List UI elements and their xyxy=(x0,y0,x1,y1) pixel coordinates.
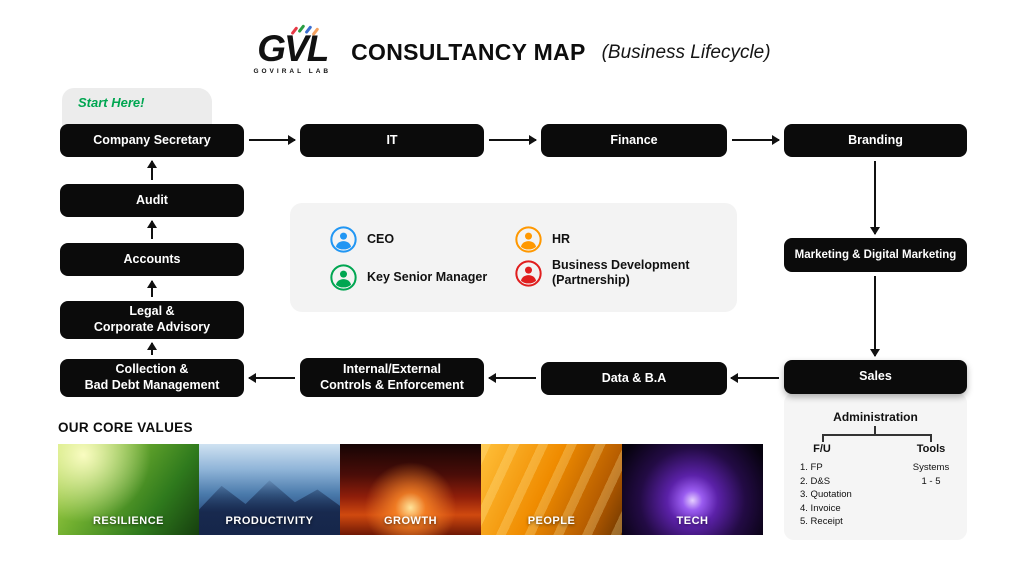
person-circle-icon xyxy=(330,264,357,291)
core-value-card-growth: GROWTH xyxy=(340,444,481,535)
node-label-line1: Legal & xyxy=(129,304,175,319)
page-title: CONSULTANCY MAP xyxy=(351,39,586,65)
legend-label: Business Development (Partnership) xyxy=(552,258,690,288)
legend-label: HR xyxy=(552,232,571,246)
arrow-finance-to-branding xyxy=(732,135,780,145)
fu-item: 5. Receipt xyxy=(800,516,843,527)
header: GVL GOVIRAL LAB CONSULTANCY MAP (Busines… xyxy=(0,24,1024,75)
core-values-row: RESILIENCE PRODUCTIVITY GROWTH PEOPLE TE… xyxy=(58,444,763,535)
core-value-card-tech: TECH xyxy=(622,444,763,535)
arrow-sales-to-data xyxy=(730,373,779,383)
fu-item: 3. Quotation xyxy=(800,489,852,500)
tools-item: 1 - 5 xyxy=(921,475,941,487)
arrow-accounts-to-audit xyxy=(147,220,157,239)
arrow-it-to-finance xyxy=(489,135,537,145)
core-value-card-people: PEOPLE xyxy=(481,444,622,535)
core-value-card-resilience: RESILIENCE xyxy=(58,444,199,535)
arrow-audit-to-company xyxy=(147,160,157,180)
arrow-data-to-controls xyxy=(488,373,536,383)
node-label-line2: Bad Debt Management xyxy=(84,378,220,392)
legend-label-line2: (Partnership) xyxy=(552,273,630,287)
start-here-label: Start Here! xyxy=(78,95,145,110)
administration-title: Administration xyxy=(833,410,918,424)
legend-label-line1: Business Development xyxy=(552,258,690,272)
fu-column-header: F/U xyxy=(813,443,831,455)
legend-label: Key Senior Manager xyxy=(367,270,488,284)
node-label-line1: Internal/External xyxy=(343,361,441,376)
node-marketing-digital-marketing: Marketing & Digital Marketing xyxy=(784,238,967,272)
start-here-banner: Start Here! xyxy=(62,88,212,130)
page-subtitle: (Business Lifecycle) xyxy=(601,41,771,63)
logo-subtext: GOVIRAL LAB xyxy=(253,68,332,75)
arrow-controls-to-collection xyxy=(248,373,295,383)
legend-item-business-development: Business Development (Partnership) xyxy=(515,258,690,288)
tools-column-header: Tools xyxy=(916,443,946,455)
node-data-ba: Data & B.A xyxy=(541,362,727,395)
tree-stem xyxy=(874,426,876,434)
node-internal-external-controls: Internal/External Controls & Enforcement xyxy=(300,358,484,397)
legend-label: CEO xyxy=(367,232,395,246)
node-label-line2: Controls & Enforcement xyxy=(320,377,464,392)
fu-item: 1. FP xyxy=(800,462,823,473)
person-circle-icon xyxy=(330,226,357,253)
arrow-legal-to-accounts xyxy=(147,280,157,297)
core-value-label: PRODUCTIVITY xyxy=(225,515,314,527)
person-circle-icon xyxy=(515,226,542,253)
node-branding: Branding xyxy=(784,124,967,157)
arrow-company-to-it xyxy=(249,135,296,145)
logo-text: GVL xyxy=(257,28,329,69)
arrow-collection-to-legal xyxy=(147,342,157,355)
tools-item: Systems xyxy=(912,462,950,473)
fu-item: 2. D&S xyxy=(800,475,831,487)
core-value-label: TECH xyxy=(676,515,709,527)
node-label-line2: Corporate Advisory xyxy=(93,320,211,334)
node-it: IT xyxy=(300,124,484,157)
tools-list: Systems 1 - 5 xyxy=(904,461,958,488)
node-accounts: Accounts xyxy=(60,243,244,276)
node-audit: Audit xyxy=(60,184,244,217)
node-sales: Sales xyxy=(784,360,967,394)
goviral-lab-logo: GVL GOVIRAL LAB xyxy=(253,24,335,75)
person-circle-icon xyxy=(515,259,542,287)
node-collection-bad-debt: Collection & Bad Debt Management xyxy=(60,359,244,397)
tree-drop-left xyxy=(822,434,824,442)
core-value-label: GROWTH xyxy=(383,515,438,527)
fu-item: 4. Invoice xyxy=(800,502,841,514)
legend-item-ceo: CEO xyxy=(330,226,394,253)
legend-item-key-senior-manager: Key Senior Manager xyxy=(330,264,487,291)
fu-list: 1. FP 2. D&S 3. Quotation 4. Invoice 5. … xyxy=(800,461,852,529)
node-finance: Finance xyxy=(541,124,727,157)
core-value-card-productivity: PRODUCTIVITY xyxy=(199,444,340,535)
node-label-line1: Collection & xyxy=(115,362,189,377)
legend-item-hr: HR xyxy=(515,226,570,253)
core-value-label: RESILIENCE xyxy=(92,515,164,527)
node-legal-corporate-advisory: Legal & Corporate Advisory xyxy=(60,301,244,339)
arrow-marketing-to-sales xyxy=(870,276,880,357)
tree-crossbar xyxy=(822,434,931,436)
core-value-label: PEOPLE xyxy=(527,515,576,527)
core-values-title: OUR CORE VALUES xyxy=(58,420,193,435)
legend-box: CEO HR Key Senior Manager Business Devel… xyxy=(290,203,737,312)
tree-drop-right xyxy=(930,434,932,442)
node-company-secretary: Company Secretary xyxy=(60,124,244,157)
administration-panel: Administration F/U Tools 1. FP 2. D&S 3.… xyxy=(784,393,967,540)
arrow-branding-to-marketing xyxy=(870,161,880,235)
